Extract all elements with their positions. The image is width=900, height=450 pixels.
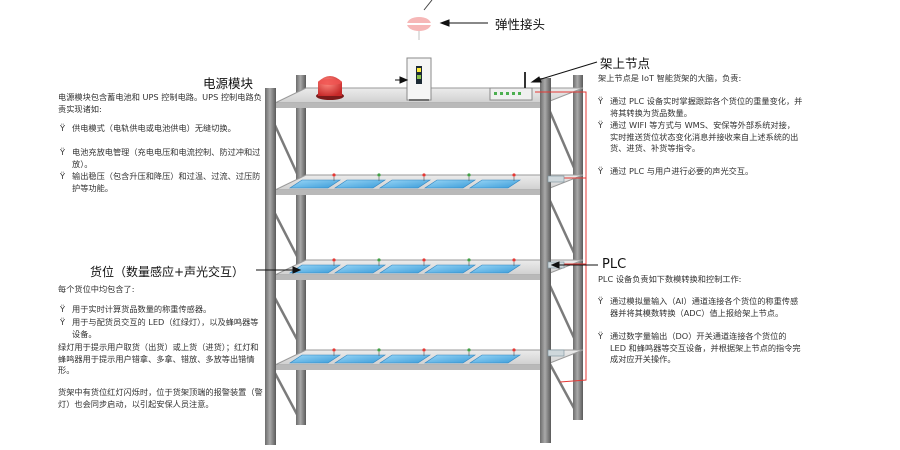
node-item-3: Ÿ 通过 PLC 与用户进行必要的声光交互。 (598, 166, 803, 178)
weighing-pad (334, 264, 386, 274)
bullet-glyph: Ÿ (598, 166, 604, 176)
spring-joint-icon (407, 0, 433, 40)
plc-box-1 (547, 175, 565, 183)
slot-item-text: 用于实时计算货品数量的称重传感器。 (72, 304, 212, 314)
plc-item-text: 通过模拟量输入（AI）通道连接各个货位的称重传感器并将其模数转换（ADC）值上报… (610, 296, 799, 318)
weighing-pad (334, 354, 386, 364)
slot-led-icon (467, 348, 471, 352)
node-item-text: 通过 WIFI 等方式与 WMS、安保等外部系统对接，实时推送货位状态变化消息并… (610, 120, 799, 153)
power-module-label: 电源模块 (203, 76, 254, 91)
power-item-text: 供电模式（电轨供电或电池供电）无缝切换。 (72, 123, 236, 133)
slot-led-icon (422, 348, 426, 352)
slot-led-icon (467, 173, 471, 177)
slot-led-icon (377, 258, 381, 262)
slot-led-icon (512, 348, 516, 352)
node-item-1: Ÿ 通过 PLC 设备实时掌握跟踪各个货位的重量变化，并将其转换为货品数量。 (598, 96, 803, 119)
slot-led-icon (422, 258, 426, 262)
power-item-text: 电池充放电管理（充电电压和电流控制、防过冲和过放）。 (72, 147, 261, 169)
shelf-levels (274, 87, 584, 370)
alarm-beacon-icon (316, 76, 344, 100)
weighing-pad (334, 179, 386, 189)
node-item-text: 通过 PLC 与用户进行必要的声光交互。 (610, 166, 754, 176)
weighing-pad (289, 179, 341, 189)
power-module-icon (406, 57, 432, 101)
plc-label: PLC (602, 257, 627, 272)
bullet-glyph: Ÿ (60, 171, 66, 181)
weighing-pad (424, 264, 476, 274)
slot-item-2: Ÿ 用于与配货员交互的 LED（红绿灯），以及蜂鸣器等设备。 (60, 317, 265, 340)
slot-item-text: 用于与配货员交互的 LED（红绿灯），以及蜂鸣器等设备。 (72, 317, 259, 339)
weighing-pad (469, 354, 521, 364)
post-back-right (573, 75, 583, 420)
shelf-node-label: 架上节点 (600, 56, 651, 71)
slot-led-icon (512, 258, 516, 262)
plc-intro: PLC 设备负责如下数模转换和控制工作: (598, 274, 742, 284)
bullet-glyph: Ÿ (598, 96, 604, 106)
slot-led-icon (332, 348, 336, 352)
weighing-pad (469, 179, 521, 189)
weighing-pad (289, 354, 341, 364)
slot-led-icon (512, 173, 516, 177)
slot-pads (289, 173, 521, 364)
weighing-pad (289, 264, 341, 274)
slot-para-2: 货架中有货位红灯闪烁时，位于货架顶端的报警装置（警灯）也会同步启动，以引起安保人… (58, 387, 263, 409)
bullet-glyph: Ÿ (60, 123, 66, 133)
slot-led-icon (332, 173, 336, 177)
node-item-text: 通过 PLC 设备实时掌握跟踪各个货位的重量变化，并将其转换为货品数量。 (610, 96, 803, 118)
callout-arrows (256, 19, 598, 274)
bullet-glyph: Ÿ (60, 304, 66, 314)
weighing-pad (379, 264, 431, 274)
slot-led-icon (377, 173, 381, 177)
weighing-pad (379, 179, 431, 189)
bullet-glyph: Ÿ (60, 317, 66, 327)
weighing-pad (469, 264, 521, 274)
bullet-glyph: Ÿ (60, 147, 66, 157)
weighing-pad (424, 354, 476, 364)
slot-para-1: 绿灯用于提示用户取货（出货）或上货（进货）；红灯和蜂鸣器用于提示用户错拿、多拿、… (58, 342, 259, 375)
power-intro: 电源模块包含蓄电池和 UPS 控制电路。UPS 控制电路负责实现诸如: (58, 92, 262, 114)
shelf-node-icon (489, 72, 533, 101)
plc-item-text: 通过数字量输出（DO）开关通道连接各个货位的 LED 和蜂鸣器等交互设备，并根据… (610, 331, 801, 364)
plc-item-1: Ÿ 通过模拟量输入（AI）通道连接各个货位的称重传感器并将其模数转换（ADC）值… (598, 296, 803, 319)
node-intro: 架上节点是 IoT 智能货架的大脑，负责: (598, 73, 742, 83)
slot-intro: 每个货位中均包含了: (58, 284, 135, 294)
post-front-left (265, 88, 276, 445)
slot-led-icon (467, 258, 471, 262)
plc-box-3 (547, 349, 565, 357)
slot-label: 货位（数量感应+声光交互） (90, 265, 245, 279)
node-item-2: Ÿ 通过 WIFI 等方式与 WMS、安保等外部系统对接，实时推送货位状态变化消… (598, 120, 803, 155)
weighing-pad (424, 179, 476, 189)
post-front-right (540, 78, 551, 443)
bullet-glyph: Ÿ (598, 296, 604, 306)
power-item-1: Ÿ 供电模式（电轨供电或电池供电）无缝切换。 (60, 123, 265, 135)
slot-item-1: Ÿ 用于实时计算货品数量的称重传感器。 (60, 304, 265, 316)
power-item-2: Ÿ 电池充放电管理（充电电压和电流控制、防过冲和过放）。 (60, 147, 265, 170)
bullet-glyph: Ÿ (598, 120, 604, 130)
bullet-glyph: Ÿ (598, 331, 604, 341)
slot-led-icon (332, 258, 336, 262)
slot-led-icon (422, 173, 426, 177)
spring-joint-label: 弹性接头 (495, 17, 546, 32)
power-item-text: 输出稳压（包含升压和降压）和过温、过流、过压防护等功能。 (72, 171, 261, 193)
post-back-left (296, 75, 306, 425)
weighing-pad (379, 354, 431, 364)
plc-item-2: Ÿ 通过数字量输出（DO）开关通道连接各个货位的 LED 和蜂鸣器等交互设备，并… (598, 331, 803, 366)
slot-led-icon (377, 348, 381, 352)
power-item-3: Ÿ 输出稳压（包含升压和降压）和过温、过流、过压防护等功能。 (60, 171, 265, 194)
